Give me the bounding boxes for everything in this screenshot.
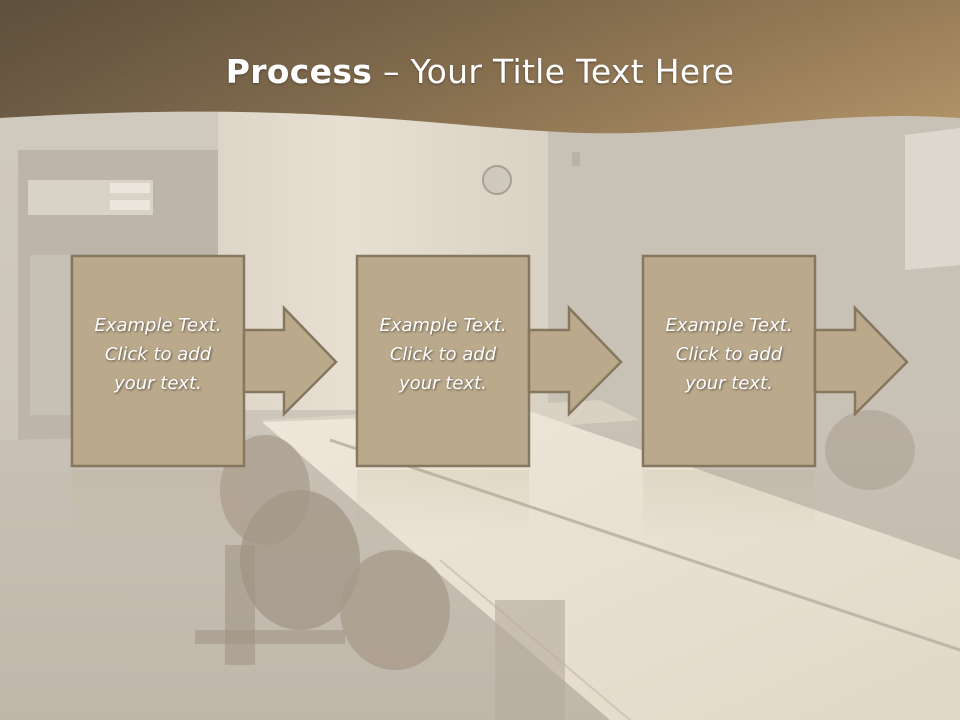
title-rest-text: – Your Title Text Here bbox=[372, 52, 735, 91]
step-3-box bbox=[641, 254, 817, 468]
process-step-3[interactable]: Example Text. Click to add your text. bbox=[641, 254, 960, 468]
right-arrow-icon bbox=[242, 304, 338, 418]
step-2-box bbox=[355, 254, 531, 468]
step-text-line: Click to add bbox=[389, 344, 497, 365]
step-text-line: Example Text. bbox=[665, 315, 793, 336]
step-1-text[interactable]: Example Text. Click to add your text. bbox=[72, 311, 244, 398]
step-text-line: your text. bbox=[685, 373, 773, 394]
right-arrow-icon bbox=[813, 304, 909, 418]
slide-title[interactable]: Process – Your Title Text Here bbox=[0, 52, 960, 91]
step-3-shape bbox=[641, 254, 909, 468]
process-step-1[interactable]: Example Text. Click to add your text. bbox=[70, 254, 422, 468]
right-arrow-icon bbox=[527, 304, 623, 418]
step-2-text[interactable]: Example Text. Click to add your text. bbox=[357, 311, 529, 398]
step-text-line: your text. bbox=[399, 373, 487, 394]
step-text-line: Click to add bbox=[104, 344, 212, 365]
title-bold-text: Process bbox=[225, 52, 373, 91]
step-text-line: Click to add bbox=[675, 344, 783, 365]
step-2-shape bbox=[355, 254, 623, 468]
step-1-shape bbox=[70, 254, 338, 468]
step-text-line: your text. bbox=[114, 373, 202, 394]
step-text-line: Example Text. bbox=[379, 315, 507, 336]
step-3-text[interactable]: Example Text. Click to add your text. bbox=[643, 311, 815, 398]
step-text-line: Example Text. bbox=[94, 315, 222, 336]
process-step-2[interactable]: Example Text. Click to add your text. bbox=[355, 254, 707, 468]
